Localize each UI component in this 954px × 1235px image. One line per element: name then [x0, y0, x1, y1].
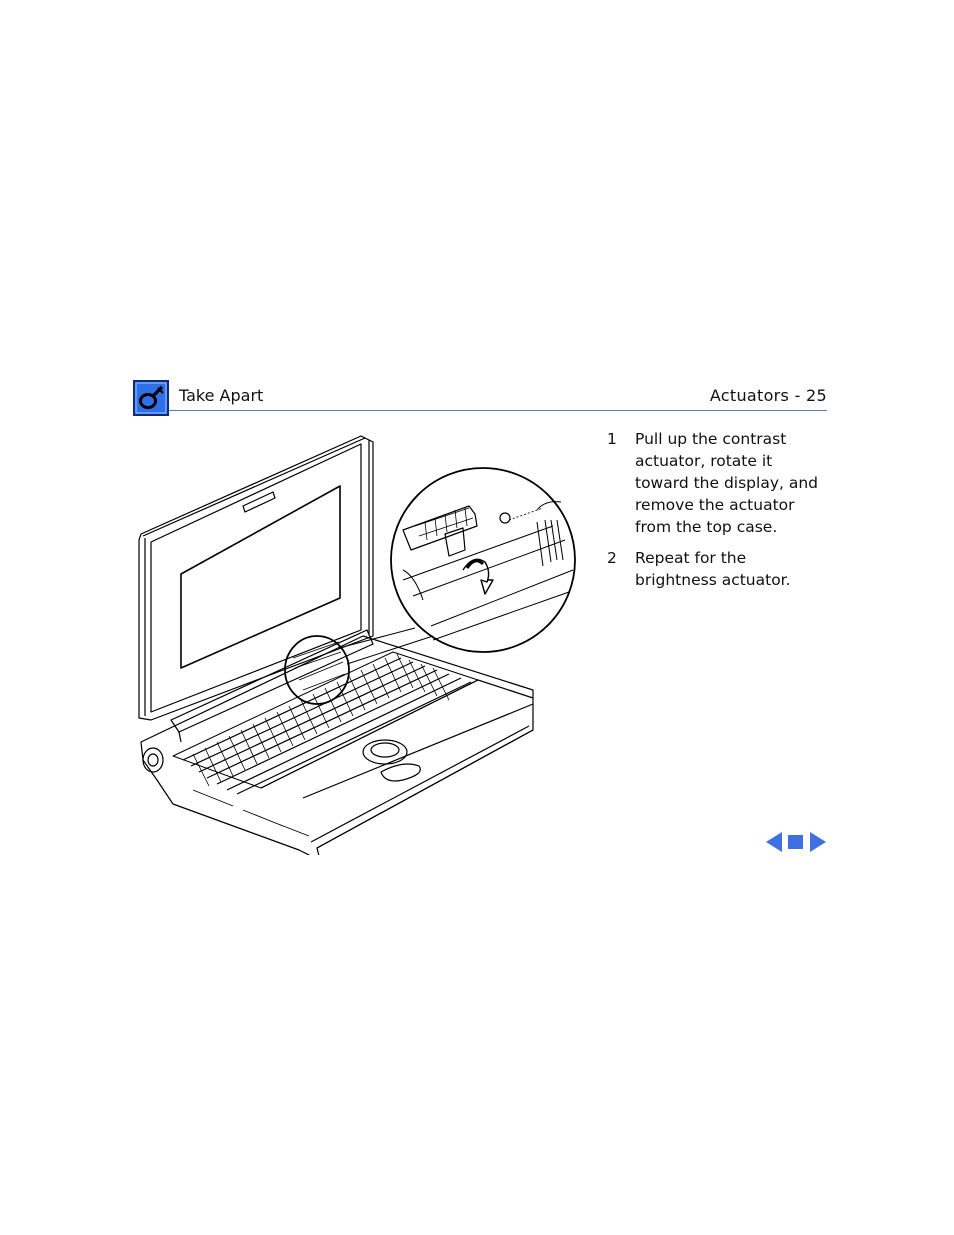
rotate-arrow-icon [462, 558, 494, 595]
step-line: remove the actuator [635, 496, 795, 514]
step-text: Pull up the contrast actuator, rotate it… [635, 428, 847, 538]
page-header: Take Apart Actuators - 25 [133, 380, 827, 416]
triangle-right-icon[interactable] [810, 832, 826, 852]
header-divider [169, 410, 827, 411]
step-item: 2 Repeat for the brightness actuator. [607, 547, 847, 591]
detail-circle-large [390, 467, 576, 653]
section-title: Take Apart [179, 386, 264, 405]
display-screen [180, 485, 341, 669]
step-text: Repeat for the brightness actuator. [635, 547, 847, 591]
display-lid [138, 435, 374, 721]
triangle-left-icon[interactable] [766, 832, 782, 852]
step-line: brightness actuator. [635, 571, 791, 589]
square-icon[interactable] [788, 835, 803, 849]
detail-circle-small [284, 635, 350, 705]
page-navigation [764, 830, 828, 854]
page-title: Actuators - 25 [709, 386, 827, 405]
laptop-diagram [138, 435, 576, 857]
powerbook-illustration [133, 430, 583, 857]
step-number: 2 [607, 549, 617, 567]
step-line: Repeat for the [635, 549, 747, 567]
wrench-tool-icon [133, 380, 169, 416]
step-line: from the top case. [635, 518, 778, 536]
step-line: actuator, rotate it [635, 452, 773, 470]
step-item: 1 Pull up the contrast actuator, rotate … [607, 428, 847, 538]
instruction-steps: 1 Pull up the contrast actuator, rotate … [607, 428, 847, 600]
step-number: 1 [607, 430, 617, 448]
step-line: toward the display, and [635, 474, 819, 492]
trackball [362, 739, 408, 765]
step-line: Pull up the contrast [635, 430, 787, 448]
